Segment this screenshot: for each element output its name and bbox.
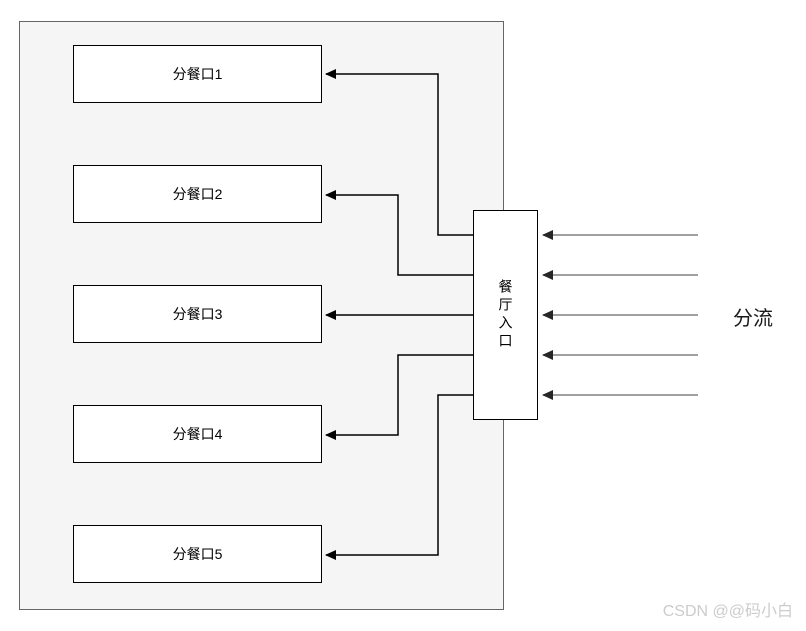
serving-port-5-label: 分餐口5: [172, 546, 223, 562]
node-serving-port-1: 分餐口1: [73, 45, 322, 103]
flow-split-label: 分流: [733, 308, 773, 330]
serving-port-4-label: 分餐口4: [172, 426, 223, 442]
node-serving-port-2: 分餐口2: [73, 165, 322, 223]
restaurant-entrance-label: 餐厅入口: [497, 279, 514, 351]
node-serving-port-3: 分餐口3: [73, 285, 322, 343]
serving-port-3-label: 分餐口3: [172, 306, 223, 322]
node-restaurant-entrance: 餐厅入口: [473, 210, 538, 420]
csdn-watermark: CSDN @@码小白: [662, 603, 793, 620]
node-serving-port-5: 分餐口5: [73, 525, 322, 583]
serving-port-1-label: 分餐口1: [172, 66, 223, 82]
node-serving-port-4: 分餐口4: [73, 405, 322, 463]
serving-port-2-label: 分餐口2: [172, 186, 223, 202]
